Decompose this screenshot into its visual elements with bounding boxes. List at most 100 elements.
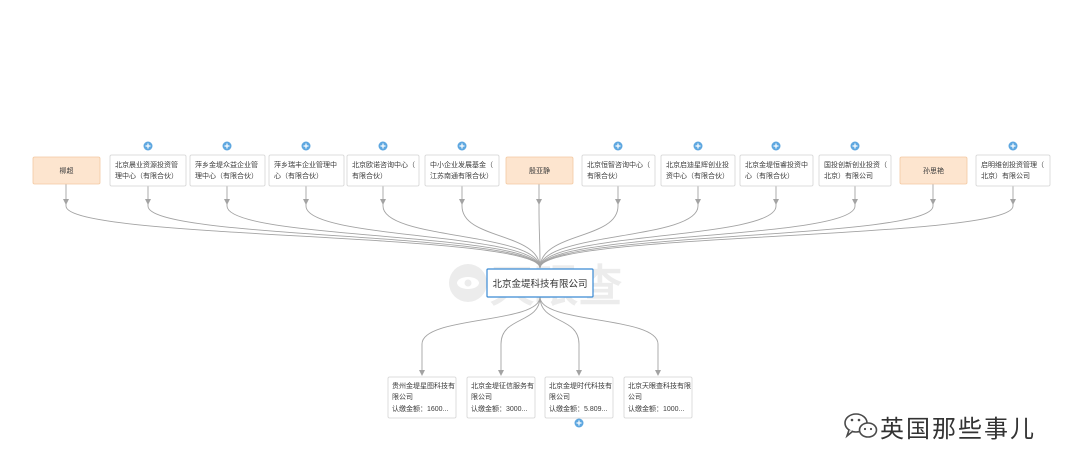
arrow-down-icon (576, 370, 582, 376)
node-box[interactable] (623, 376, 693, 419)
plus-mark[interactable] (303, 143, 309, 149)
plus-mark[interactable] (852, 143, 858, 149)
node-box[interactable] (505, 156, 574, 185)
name-line: 北京金堤征信服务有 (471, 381, 534, 390)
ownership-connector (539, 186, 1014, 269)
amount-value: 1000... (663, 406, 684, 413)
node-box[interactable] (268, 154, 345, 187)
amount-label: 认缴金额： (628, 404, 663, 413)
shareholder-node[interactable]: 国投创新创业投资（北京）有限公司 (818, 154, 892, 187)
node-box[interactable] (975, 154, 1051, 187)
plus-circle-icon[interactable] (457, 141, 467, 151)
plus-circle-icon[interactable] (771, 141, 781, 151)
ownership-connector (147, 186, 541, 269)
node-box[interactable] (109, 154, 187, 187)
arrow-down-icon (303, 199, 309, 205)
ownership-connector (539, 186, 777, 269)
shareholder-node[interactable]: 北京晨业资源投资管理中心（有限合伙） (109, 154, 187, 187)
plus-mark[interactable] (145, 143, 151, 149)
shareholder-name: 孙思艳 (923, 166, 944, 175)
plus-mark[interactable] (576, 420, 582, 426)
investment-connectors (419, 296, 661, 376)
name-line: 公司 (628, 393, 642, 401)
plus-mark[interactable] (380, 143, 386, 149)
investment-node[interactable]: 北京金堤征信服务有限公司 认缴金额：3000... (466, 376, 536, 419)
arrow-down-icon (930, 199, 936, 205)
node-box[interactable] (32, 156, 101, 185)
shareholder-node[interactable]: 启明维创投资管理（北京）有限公司 (975, 154, 1051, 187)
plus-mark[interactable] (773, 143, 779, 149)
name-line: 北京金堤时代科技有 (549, 381, 612, 390)
plus-circle-icon[interactable] (378, 141, 388, 151)
arrow-down-icon (145, 199, 151, 205)
node-box[interactable] (544, 376, 614, 419)
name-line: 心（有限合伙） (745, 171, 794, 180)
plus-circle-icon[interactable] (574, 418, 584, 428)
name-line: 中小企业发展基金（ (430, 160, 493, 169)
plus-circle-icon[interactable] (850, 141, 860, 151)
node-box[interactable] (189, 154, 266, 187)
shareholder-name: 殷亚静 (529, 166, 550, 175)
investment-node[interactable]: 北京天眼查科技有限公司 认缴金额：1000... (623, 376, 693, 419)
account-watermark: 英国那些事儿 (844, 413, 1034, 443)
subscribed-amount: 认缴金额：1000... (628, 404, 684, 413)
arrow-down-icon (459, 199, 465, 205)
name-line: 贵州金堤星图科技有 (392, 381, 455, 390)
node-box[interactable] (581, 154, 656, 187)
node-box[interactable] (346, 154, 420, 187)
wechat-icon (844, 413, 878, 439)
name-line: 北京天眼查科技有限 (628, 381, 691, 390)
wechat-eye (863, 427, 867, 431)
plus-mark[interactable] (615, 143, 621, 149)
name-line: 柳超 (60, 166, 74, 175)
arrow-down-icon (615, 199, 621, 205)
investment-name: 贵州金堤星图科技有限公司 (392, 381, 455, 401)
plus-circle-icon[interactable] (143, 141, 153, 151)
plus-circle-icon[interactable] (1008, 141, 1018, 151)
shareholder-name: 柳超 (60, 166, 74, 175)
shareholder-row: 柳超 北京晨业资源投资管理中心（有限合伙） 萍乡金堤众益企业管理中心（有限合伙）… (32, 154, 1051, 187)
arrow-down-icon (655, 370, 661, 376)
plus-circle-icon[interactable] (613, 141, 623, 151)
node-box[interactable] (660, 154, 736, 187)
shareholder-name: 萍乡金堤众益企业管理中心（有限合伙） (195, 160, 258, 180)
plus-circle-icon[interactable] (222, 141, 232, 151)
plus-circle-icon[interactable] (301, 141, 311, 151)
shareholder-node[interactable]: 北京恒智咨询中心（有限合伙） (581, 154, 656, 187)
name-line: 限公司 (549, 392, 570, 401)
shareholder-name: 启明维创投资管理（北京）有限公司 (981, 160, 1044, 180)
shareholder-node[interactable]: 殷亚静 (505, 156, 574, 185)
node-box[interactable] (739, 154, 814, 187)
shareholder-node[interactable]: 北京欧诺咨询中心（有限合伙） (346, 154, 420, 187)
node-box[interactable] (818, 154, 892, 187)
shareholder-node[interactable]: 萍乡瑞丰企业管理中心（有限合伙） (268, 154, 345, 187)
shareholder-node[interactable]: 萍乡金堤众益企业管理中心（有限合伙） (189, 154, 266, 187)
investment-node[interactable]: 贵州金堤星图科技有限公司 认缴金额：1600... (387, 376, 457, 419)
node-box[interactable] (466, 376, 536, 419)
ownership-connector (539, 186, 699, 269)
shareholder-node[interactable]: 柳超 (32, 156, 101, 185)
node-box[interactable] (424, 154, 500, 187)
focus-company-node[interactable]: 北京金堤科技有限公司 (486, 268, 594, 298)
plus-circle-icon[interactable] (693, 141, 703, 151)
shareholder-node[interactable]: 中小企业发展基金（江苏南通有限合伙） (424, 154, 500, 187)
name-line: 限公司 (392, 392, 413, 401)
expand-icons (143, 141, 1018, 428)
name-line: 有限合伙） (587, 171, 622, 180)
plus-mark[interactable] (1010, 143, 1016, 149)
wechat-eye (857, 418, 861, 422)
node-box[interactable] (899, 156, 968, 185)
plus-mark[interactable] (224, 143, 230, 149)
name-line: 孙思艳 (923, 166, 944, 175)
shareholder-node[interactable]: 孙思艳 (899, 156, 968, 185)
name-line: 国投创新创业投资（ (824, 160, 887, 169)
shareholder-name: 北京启迪星辉创业投资中心（有限合伙） (666, 160, 729, 180)
plus-mark[interactable] (695, 143, 701, 149)
investment-node[interactable]: 北京金堤时代科技有限公司 认缴金额：5.809... (544, 376, 614, 419)
shareholder-node[interactable]: 北京金堤恒睿投资中心（有限合伙） (739, 154, 814, 187)
name-line: 理中心（有限合伙） (195, 171, 258, 180)
node-box[interactable] (387, 376, 457, 419)
plus-mark[interactable] (459, 143, 465, 149)
shareholder-node[interactable]: 北京启迪星辉创业投资中心（有限合伙） (660, 154, 736, 187)
focus-company-box[interactable] (486, 268, 594, 298)
